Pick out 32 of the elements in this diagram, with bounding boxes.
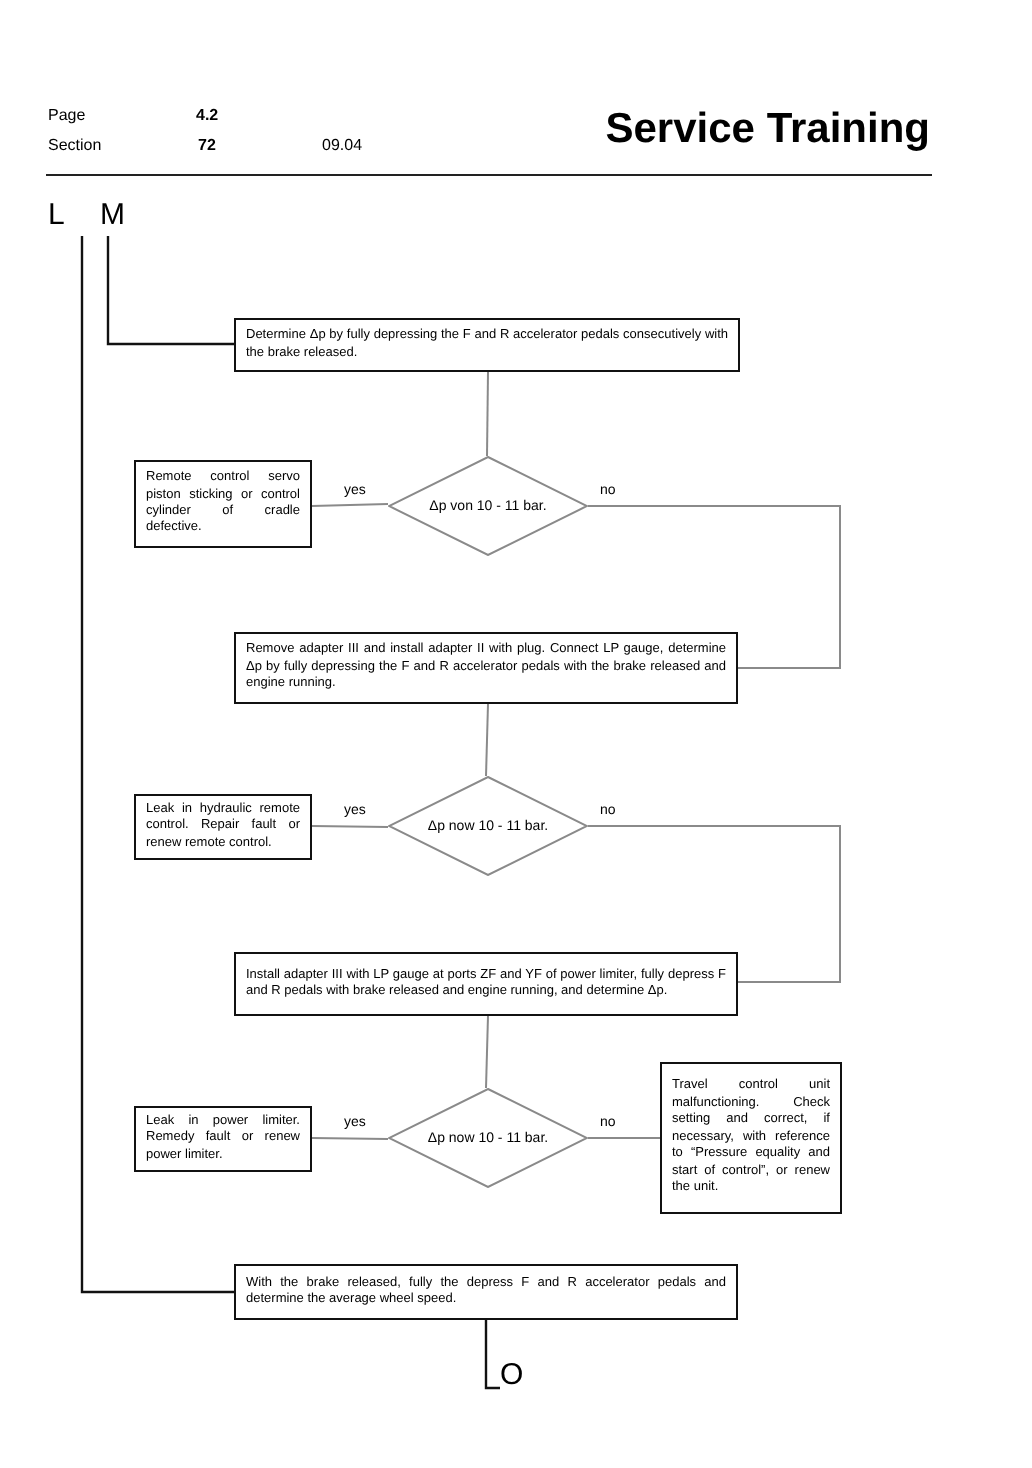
connector-line	[486, 371, 489, 457]
connector-letter: M	[100, 200, 152, 236]
connector-line	[80, 236, 234, 1294]
decision-diamond	[388, 456, 588, 556]
process-box	[660, 1062, 842, 1214]
page-title: Service Training	[605, 108, 930, 150]
date-text: 09.04	[322, 134, 363, 158]
process-box	[234, 1264, 738, 1320]
connector-line	[484, 1320, 500, 1390]
decision-diamond	[388, 1088, 588, 1188]
field-label: Section	[48, 134, 102, 158]
connector-line	[106, 236, 234, 346]
connector-line	[311, 1137, 389, 1140]
connector-line	[311, 825, 389, 828]
connector-line	[587, 825, 841, 983]
field-label: Page	[48, 104, 86, 128]
connector-letter: L	[48, 200, 92, 236]
process-box	[134, 794, 312, 860]
connector-line	[587, 505, 841, 669]
decision-diamond	[388, 776, 588, 876]
process-box	[234, 952, 738, 1016]
connector-letter: O	[500, 1360, 532, 1400]
connector-line	[485, 1015, 489, 1089]
section-number: 72	[198, 134, 216, 158]
process-box	[134, 1106, 312, 1172]
process-box	[234, 632, 738, 704]
page-number: 4.2	[196, 104, 219, 128]
connector-line	[587, 1137, 661, 1139]
process-box	[234, 318, 740, 372]
connector-line	[311, 503, 389, 507]
process-box	[134, 460, 312, 548]
connector-line	[485, 703, 489, 777]
